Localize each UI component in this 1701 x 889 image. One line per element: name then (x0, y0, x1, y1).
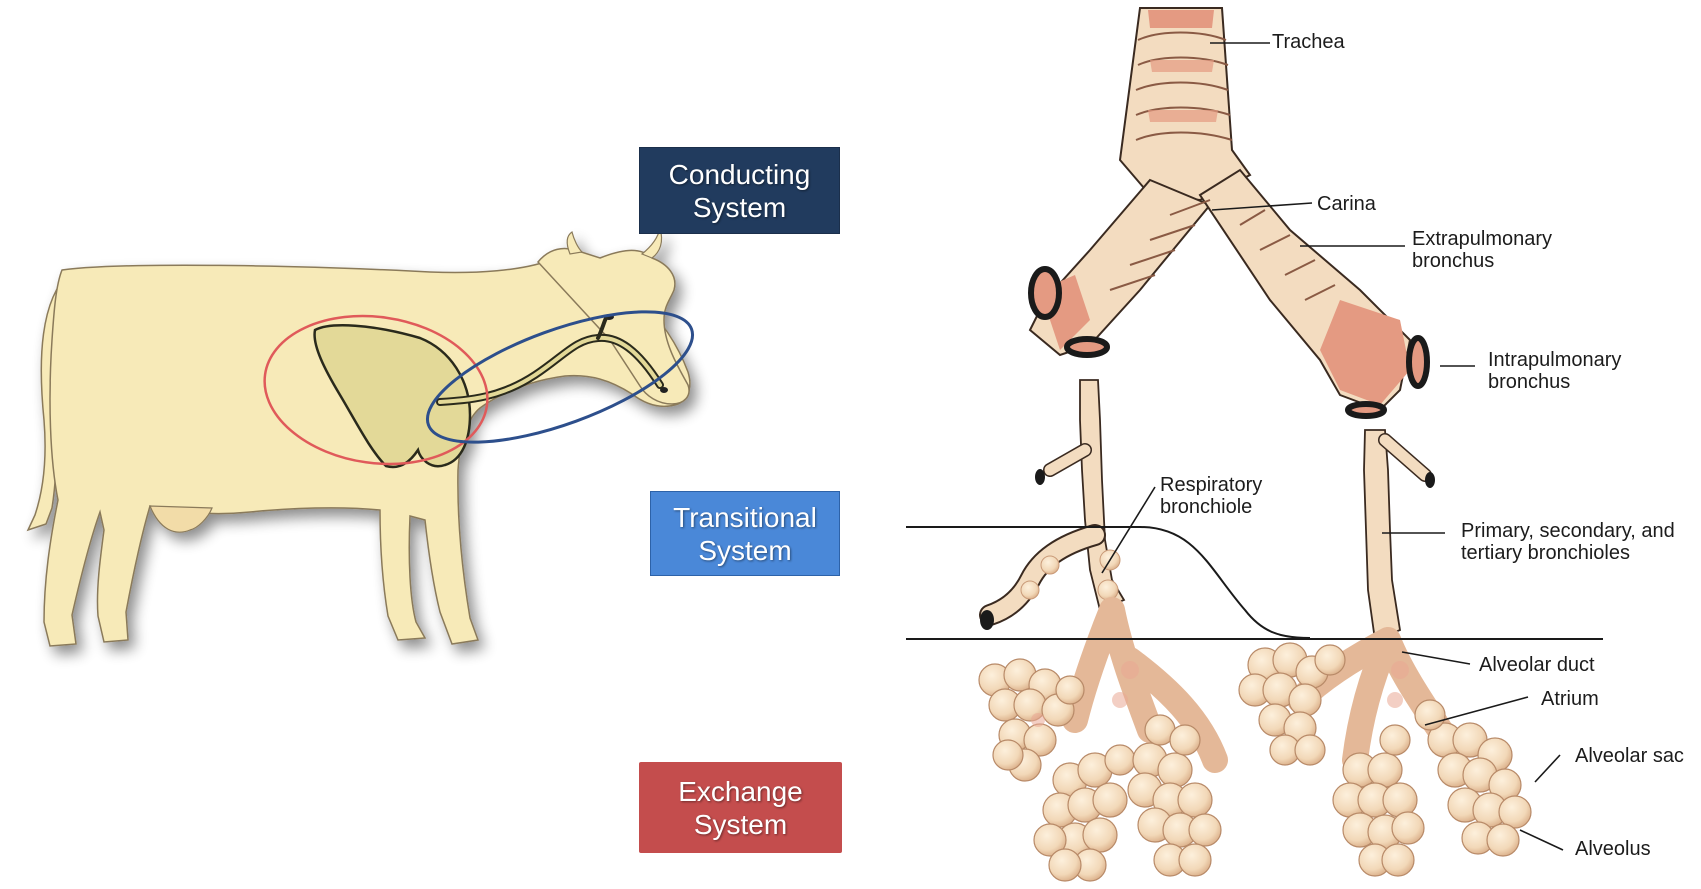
label-respiratory-line1: Respiratory (1160, 474, 1263, 496)
conducting-system-line2: System (692, 191, 787, 223)
conducting-region-ellipse (425, 310, 695, 444)
label-extrapulmonary-line2: bronchus (1412, 250, 1495, 272)
trachea-tube (1118, 7, 1252, 202)
label-extrapulmonary-line1: Extrapulmonary (1412, 228, 1553, 250)
exchange-region-ellipse (263, 314, 489, 466)
right-bronchiole (1363, 429, 1402, 642)
conducting-transitional-boundary (906, 526, 1311, 639)
right-bronchus-opening-1 (1406, 335, 1430, 389)
right-bronchus-opening-2 (1345, 401, 1387, 419)
label-atrium: Atrium (1541, 688, 1599, 710)
label-intrapulmonary-line1: Intrapulmonary (1488, 349, 1622, 371)
label-bronchioles: Primary, secondary, and tertiary bronchi… (1461, 520, 1675, 564)
label-respiratory-bronchiole: Respiratory bronchiole (1160, 474, 1262, 518)
conducting-system-box: Conducting System (639, 147, 840, 234)
label-alveolus: Alveolus (1575, 838, 1651, 860)
label-bronchioles-line1: Primary, secondary, and (1461, 520, 1675, 542)
exchange-system-box: Exchange System (639, 762, 842, 853)
transitional-system-line2: System (698, 534, 792, 566)
leader-lines (1101, 42, 1564, 851)
label-bronchioles-line2: tertiary bronchioles (1461, 542, 1630, 564)
cow-head (537, 247, 690, 405)
label-intrapulmonary-bronchus: Intrapulmonary bronchus (1488, 349, 1621, 393)
label-extrapulmonary-bronchus: Extrapulmonary bronchus (1412, 228, 1552, 272)
transitional-system-box: Transitional System (650, 491, 840, 576)
cow-udder (149, 505, 213, 533)
conducting-system-line1: Conducting (668, 158, 811, 190)
label-alveolar-duct: Alveolar duct (1479, 654, 1595, 676)
label-trachea: Trachea (1272, 31, 1345, 53)
label-respiratory-line2: bronchiole (1160, 496, 1253, 518)
left-bronchus-opening-2 (1064, 336, 1110, 358)
trachea-rings (1135, 31, 1233, 141)
cow-horn-left (566, 231, 584, 255)
cow-nostril (660, 387, 668, 393)
label-alveolar-sac: Alveolar sac (1575, 745, 1684, 767)
cow-illustration (26, 227, 691, 647)
duct-highlights (1031, 661, 1409, 727)
label-carina: Carina (1317, 193, 1376, 215)
alveolar-clusters (978, 642, 1532, 882)
exchange-system-line2: System (693, 808, 788, 840)
label-intrapulmonary-line2: bronchus (1488, 371, 1571, 393)
transitional-system-line1: Transitional (673, 501, 817, 533)
exchange-system-line1: Exchange (678, 775, 803, 807)
left-bronchus-opening-1 (1028, 266, 1062, 320)
left-bronchiole (1079, 379, 1126, 612)
airway-tree (978, 7, 1532, 882)
